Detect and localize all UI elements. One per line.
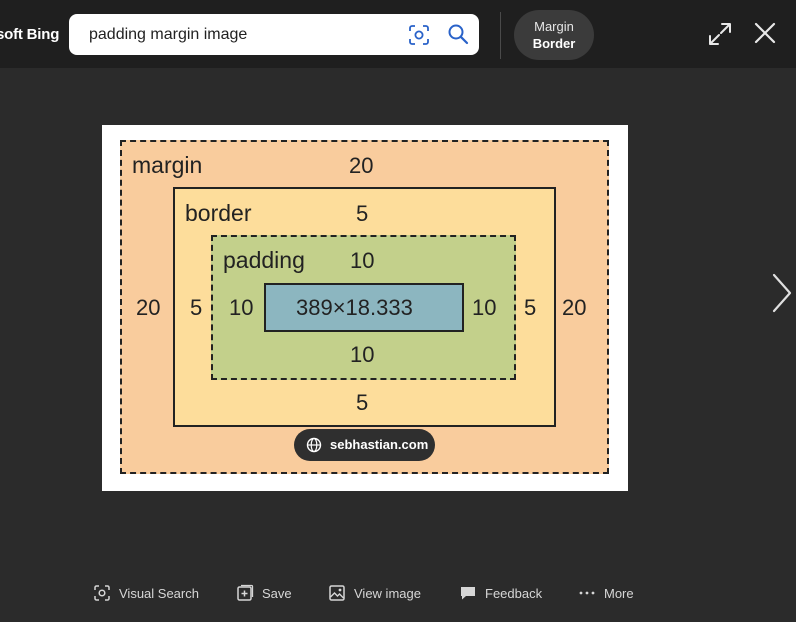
view-image-button[interactable]: View image [328, 580, 421, 606]
header-divider [500, 12, 501, 59]
padding-label: padding [223, 247, 305, 273]
save-button[interactable]: Save [236, 580, 292, 606]
expand-icon[interactable] [706, 20, 734, 48]
border-label: border [185, 200, 252, 226]
preview-image[interactable]: margin border padding 20 5 10 20 5 10 38… [102, 125, 628, 491]
margin-right-value: 20 [562, 295, 587, 320]
margin-label: margin [132, 152, 203, 178]
padding-box [211, 235, 516, 380]
bing-logo[interactable]: soft Bing [0, 26, 60, 43]
content-box [264, 283, 464, 332]
source-domain: sebhastian.com [330, 437, 429, 452]
chevron-right-icon[interactable] [770, 272, 794, 314]
more-icon [579, 591, 595, 595]
padding-left-value: 10 [229, 295, 254, 320]
content-size: 389×18.333 [296, 295, 413, 320]
save-label: Save [262, 585, 292, 601]
feedback-label: Feedback [485, 585, 543, 601]
border-top-value: 5 [356, 201, 369, 226]
related-search-chip[interactable]: Margin Border [514, 10, 594, 60]
view-image-icon [329, 585, 345, 601]
margin-top-value: 20 [349, 153, 374, 178]
feedback-icon [461, 587, 475, 600]
globe-icon [306, 437, 322, 453]
action-bar: Visual Search Save View image Feedback M… [0, 580, 796, 606]
close-icon[interactable] [752, 20, 778, 46]
top-bar: soft Bing padding margin image Margin Bo… [0, 0, 796, 68]
search-box[interactable]: padding margin image [69, 14, 479, 55]
search-icon[interactable] [447, 23, 469, 45]
view-image-label: View image [354, 585, 421, 601]
source-badge[interactable]: sebhastian.com [294, 429, 435, 461]
padding-bottom-value: 10 [350, 342, 375, 367]
search-input[interactable]: padding margin image [89, 26, 248, 43]
visual-search-icon [94, 585, 110, 601]
chip-label-1: Margin [534, 19, 574, 34]
more-label: More [604, 585, 634, 601]
border-right-value: 5 [524, 295, 537, 320]
visual-search-button[interactable]: Visual Search [93, 580, 199, 606]
padding-right-value: 10 [472, 295, 497, 320]
visual-search-icon[interactable] [408, 24, 430, 46]
padding-top-value: 10 [350, 248, 375, 273]
margin-left-value: 20 [136, 295, 161, 320]
feedback-button[interactable]: Feedback [459, 580, 542, 606]
visual-search-label: Visual Search [119, 585, 199, 601]
more-button[interactable]: More [578, 580, 634, 606]
border-left-value: 5 [190, 295, 203, 320]
chip-label-2: Border [532, 36, 576, 51]
save-icon [237, 584, 254, 601]
border-bottom-value: 5 [356, 390, 369, 415]
